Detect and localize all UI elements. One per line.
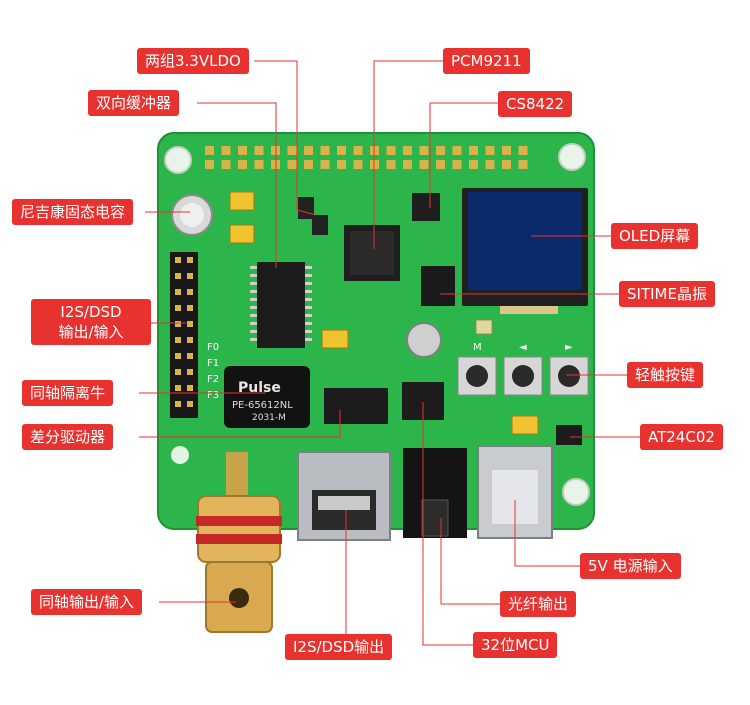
mounting-holes [164,143,590,506]
pulse-part-text: PE-65612NL [232,400,293,411]
callout-dual-ldo: 两组3.3VLDO [137,48,249,74]
pin-label-f2: F2 [207,374,219,385]
button-label-right: ► [565,342,573,353]
crystal-chip [421,266,455,306]
oled-display [462,188,588,314]
callout-i2s-dsd-io: I2S/DSD 输出/输入 [31,299,151,345]
nichicon-capacitor [171,194,213,236]
buffer-chip [250,262,312,348]
callout-coax-io: 同轴输出/输入 [31,589,143,615]
callout-tactile-buttons: 轻触按键 [627,362,704,388]
power-connector [477,445,553,539]
eeprom-chip [556,425,582,445]
callout-nichicon-capacitor: 尼吉康固态电容 [12,199,134,225]
callout-power-input: 5V 电源输入 [580,553,681,579]
callout-sitime-crystal: SITIME晶振 [619,281,715,307]
raspberry-logo [171,446,189,464]
callout-i2s-dsd-io-line2: 输出/输入 [58,323,124,341]
side-pin-header [170,252,198,418]
pulse-date-text: 2031-M [252,413,286,423]
pulse-transformer: Pulse PE-65612NL 2031-M [224,366,310,428]
tactile-buttons [457,356,589,396]
button-label-left: ◄ [519,342,527,353]
callout-pcm9211: PCM9211 [443,48,530,74]
callout-oled-screen: OLED屏幕 [611,223,699,249]
pin-label-f0: F0 [207,342,219,353]
optical-connector [403,448,467,538]
leader-lines [139,60,640,646]
pin-label-f1: F1 [207,358,219,369]
hdmi-connector [297,451,391,541]
pulse-brand-text: Pulse [238,380,281,396]
callout-differential-driver: 差分驱动器 [22,424,114,450]
rca-jack [196,452,282,633]
callout-mcu: 32位MCU [473,632,558,658]
cs8422-chip [412,193,440,221]
button-label-m: M [473,342,482,353]
callout-at24c02: AT24C02 [640,424,723,450]
diff-driver-chip [324,388,388,424]
callout-optical-output: 光纤输出 [500,591,577,617]
callout-i2s-dsd-output: I2S/DSD输出 [285,634,393,660]
callout-cs8422: CS8422 [498,91,573,117]
pin-label-f3: F3 [207,390,219,401]
callout-bidirectional-buffer: 双向缓冲器 [88,90,180,116]
pcm9211-chip [344,225,400,281]
callout-coax-isolation: 同轴隔离牛 [22,380,114,406]
callout-i2s-dsd-io-line1: I2S/DSD [60,303,122,321]
